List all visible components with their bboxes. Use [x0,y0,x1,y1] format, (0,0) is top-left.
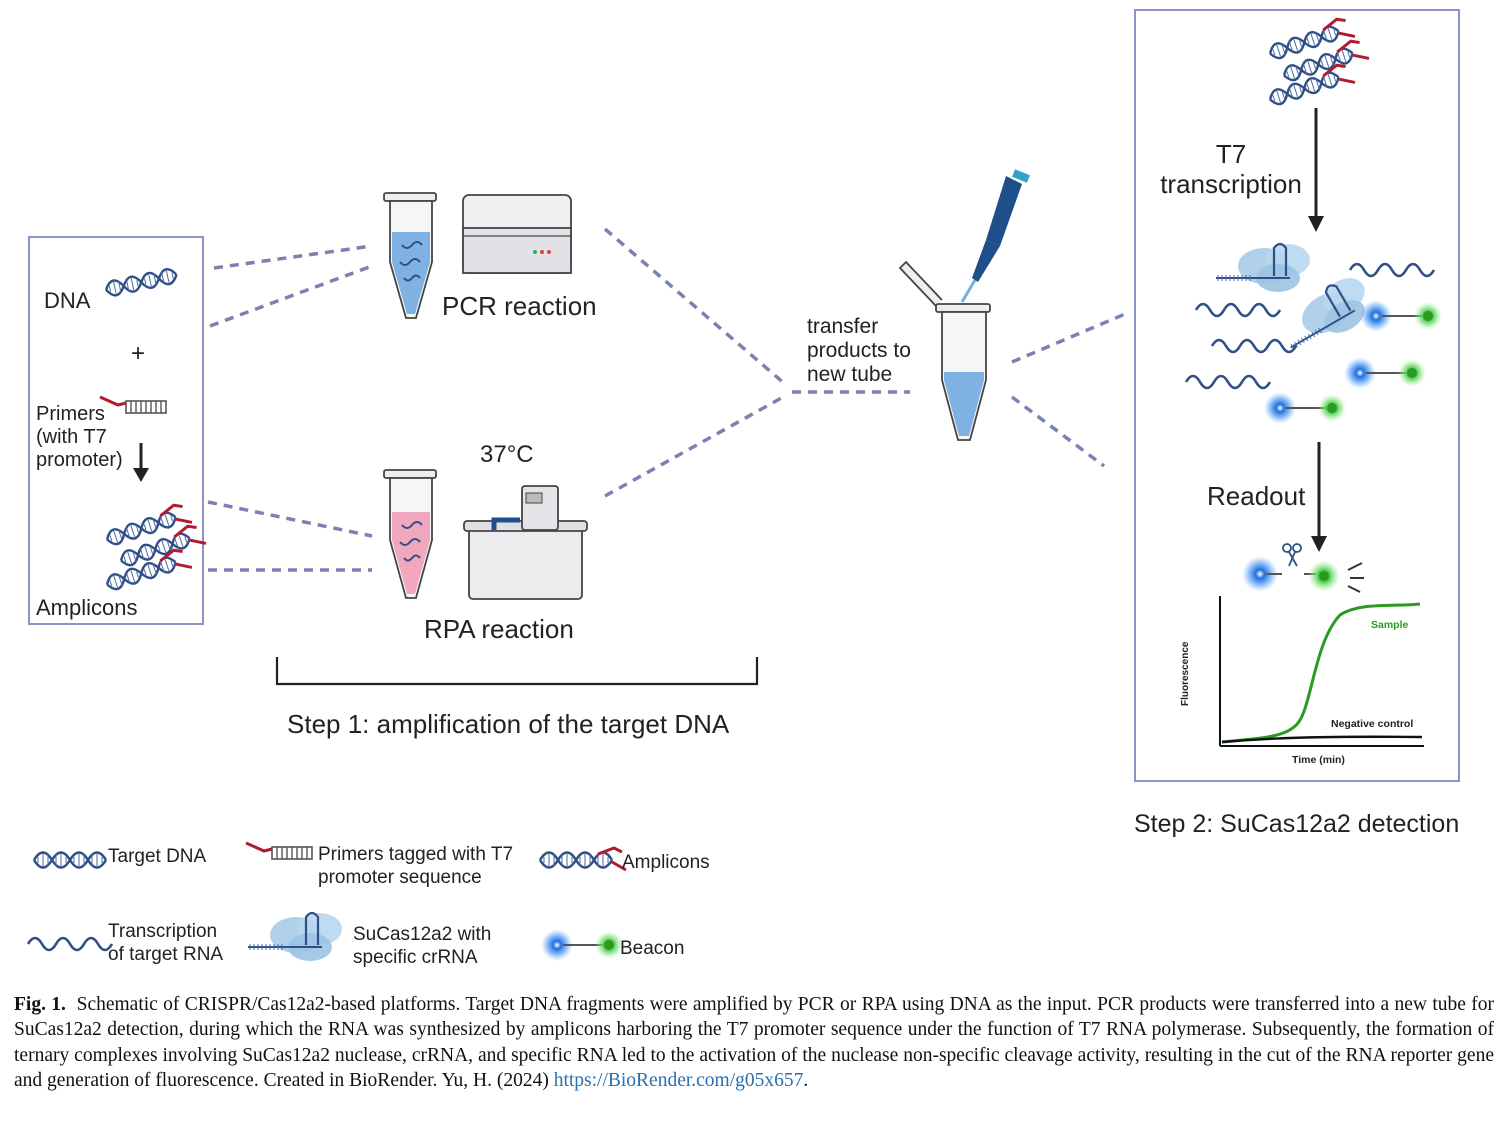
legend-primer-icon [244,841,314,861]
detection-panel-box [1134,9,1460,782]
amplicons-label: Amplicons [36,595,138,620]
figure-caption: Fig. 1. Schematic of CRISPR/Cas12a2-base… [14,992,1494,1093]
beacon-icon [1263,391,1347,425]
dna-label: DNA [44,288,91,313]
legend-target-dna-label: Target DNA [108,846,207,867]
caption-text: Schematic of CRISPR/Cas12a2-based platfo… [14,994,1494,1092]
primers-label: Primers (with T7 promoter) [36,403,123,471]
plus-sign: + [131,340,146,367]
cas-enzyme-icon [1214,242,1312,294]
legend-amplicon-icon [540,848,626,870]
rna-wave-icon [1194,302,1282,318]
legend-rna-label: Transcription of target RNA [108,921,224,965]
fluorescence-plot [1219,596,1424,747]
rna-wave-icon [1348,262,1436,278]
amplicons-icon [103,502,206,594]
legend-cas-enzyme-icon [246,911,344,963]
input-panel-box [28,236,204,625]
plot-x-axis-label: Time (min) [1292,754,1345,766]
water-bath-icon [463,485,588,600]
biorender-link[interactable]: https://BioRender.com/g05x657 [553,1070,804,1092]
transfer-label: transfer products to new tube [807,315,911,387]
pcr-reaction-label: PCR reaction [442,291,597,321]
dashed-connectors-middle [603,227,1126,498]
arrow-down-icon [1311,442,1327,552]
rpa-reaction-label: RPA reaction [424,614,574,644]
beacon-icon [1359,299,1443,333]
transfer-tube-icon [898,260,991,441]
rna-wave-icon [1184,374,1272,390]
t7-transcription-label: T7 transcription [1160,139,1302,199]
step2-label: Step 2: SuCas12a2 detection [1134,810,1460,838]
plot-negative-label: Negative control [1331,718,1414,730]
negative-control-curve [1221,735,1423,744]
dna-helix-icon [103,266,180,299]
readout-label: Readout [1207,481,1306,511]
temperature-label: 37°C [480,441,534,468]
step1-bracket [275,657,759,686]
step1-label: Step 1: amplification of the target DNA [287,709,730,739]
plot-y-axis-label: Fluorescence [1180,641,1191,706]
legend-primers-label: Primers tagged with T7 promoter sequence [318,844,514,888]
rpa-tube-icon [383,469,437,599]
pipette-icon [960,169,1030,303]
legend-amplicons-label: Amplicons [622,852,710,873]
plot-sample-label: Sample [1371,619,1409,631]
legend-dna-helix-icon [32,851,108,869]
legend-beacon-label: Beacon [620,938,685,959]
caption-end: . [803,1070,809,1092]
legend-beacon-icon [540,928,624,962]
legend-cas-label: SuCas12a2 with specific crRNA [353,924,492,968]
figure-number: Fig. 1. [14,994,66,1015]
arrow-down-icon [133,443,149,482]
pcr-tube-icon [383,192,437,319]
scissors-icon [1282,543,1302,567]
cleaved-beacon-icon [1242,556,1364,593]
arrow-down-icon [1308,108,1324,232]
rna-wave-icon [1210,338,1298,354]
amplicons-icon [1266,16,1369,109]
sample-curve [1221,602,1421,744]
thermocycler-icon [462,194,572,274]
legend-rna-wave-icon [26,936,114,952]
dashed-connectors-left [207,244,373,572]
beacon-icon [1343,356,1427,390]
